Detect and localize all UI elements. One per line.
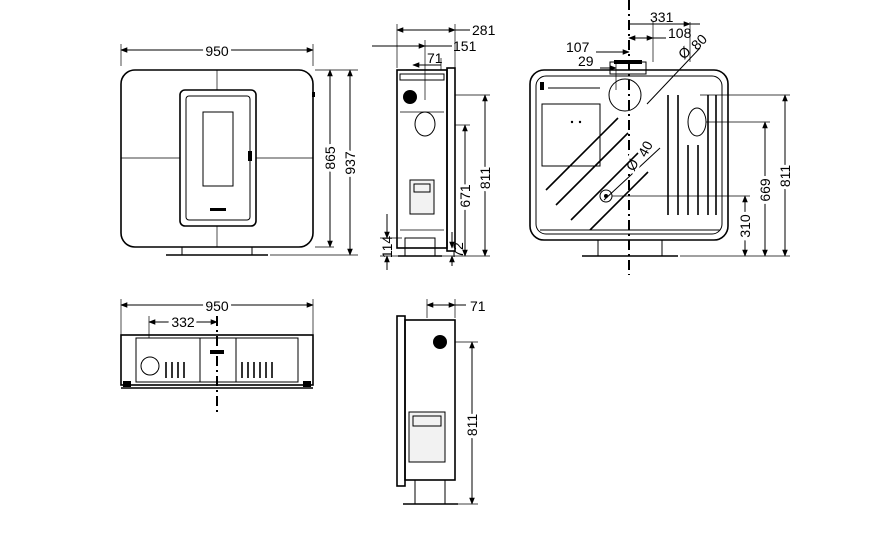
side-flue-outlet xyxy=(414,111,436,137)
rear-offset-108-label: 108 xyxy=(668,25,692,41)
side2-air-intake xyxy=(433,335,447,349)
front-height-865-label: 865 xyxy=(322,146,338,170)
rear-height-310-label: 310 xyxy=(737,214,753,238)
rear-height-811-label: 811 xyxy=(777,165,793,188)
front-glass-window xyxy=(202,111,234,187)
plan-offset-332-label: 332 xyxy=(171,314,195,330)
rear-offset-331-label: 331 xyxy=(650,9,674,25)
side2-front-panel xyxy=(396,315,406,487)
side2-offset-71-label: 71 xyxy=(470,298,486,314)
side-air-intake xyxy=(403,90,417,104)
door-handle xyxy=(248,151,252,161)
side-view-2: 71 811 xyxy=(396,298,486,505)
side-view: 281 151 71 671 811 114 72 xyxy=(372,22,496,270)
side-offset-151-label: 151 xyxy=(453,38,477,54)
front-door xyxy=(179,89,257,227)
rear-height-669-label: 669 xyxy=(757,178,773,202)
side-depth-281-label: 281 xyxy=(472,22,496,38)
front-base xyxy=(181,246,253,256)
rear-vent-slots xyxy=(667,95,717,215)
side-offset-71-label: 71 xyxy=(427,50,443,66)
side2-ash-pan xyxy=(408,411,446,463)
rear-flue-outlet xyxy=(687,107,707,137)
side-front-panel xyxy=(446,67,456,252)
brand-logo xyxy=(210,208,226,211)
side-base-114-label: 114 xyxy=(379,236,395,259)
rear-view: 331 108 107 29 Ø 80 Ø 40 xyxy=(529,0,796,275)
front-height-937-label: 937 xyxy=(342,151,358,175)
rear-diameter-40-label: 40 xyxy=(635,138,657,159)
side-height-811-label: 811 xyxy=(477,167,493,190)
front-width-label: 950 xyxy=(205,43,229,59)
plan-flue-connector xyxy=(199,337,237,383)
side2-height-811-label: 811 xyxy=(464,414,480,437)
rear-electronics-panel xyxy=(541,103,601,167)
rear-offset-107-label: 107 xyxy=(566,39,590,55)
side-ash-pan xyxy=(409,179,435,215)
plan-view: 950 332 xyxy=(120,295,314,415)
plan-body xyxy=(120,334,314,386)
rear-offset-29-label: 29 xyxy=(578,53,594,69)
rear-flue-collar xyxy=(608,78,642,112)
side2-base xyxy=(414,479,446,505)
plan-air-intake xyxy=(140,356,160,376)
side-base xyxy=(404,237,436,257)
side-base-72-label: 72 xyxy=(450,242,466,258)
front-view: 950 865 937 xyxy=(120,40,361,256)
plan-width-label: 950 xyxy=(205,298,229,314)
plan-vent-slots xyxy=(165,362,273,378)
side-height-671-label: 671 xyxy=(457,184,473,208)
